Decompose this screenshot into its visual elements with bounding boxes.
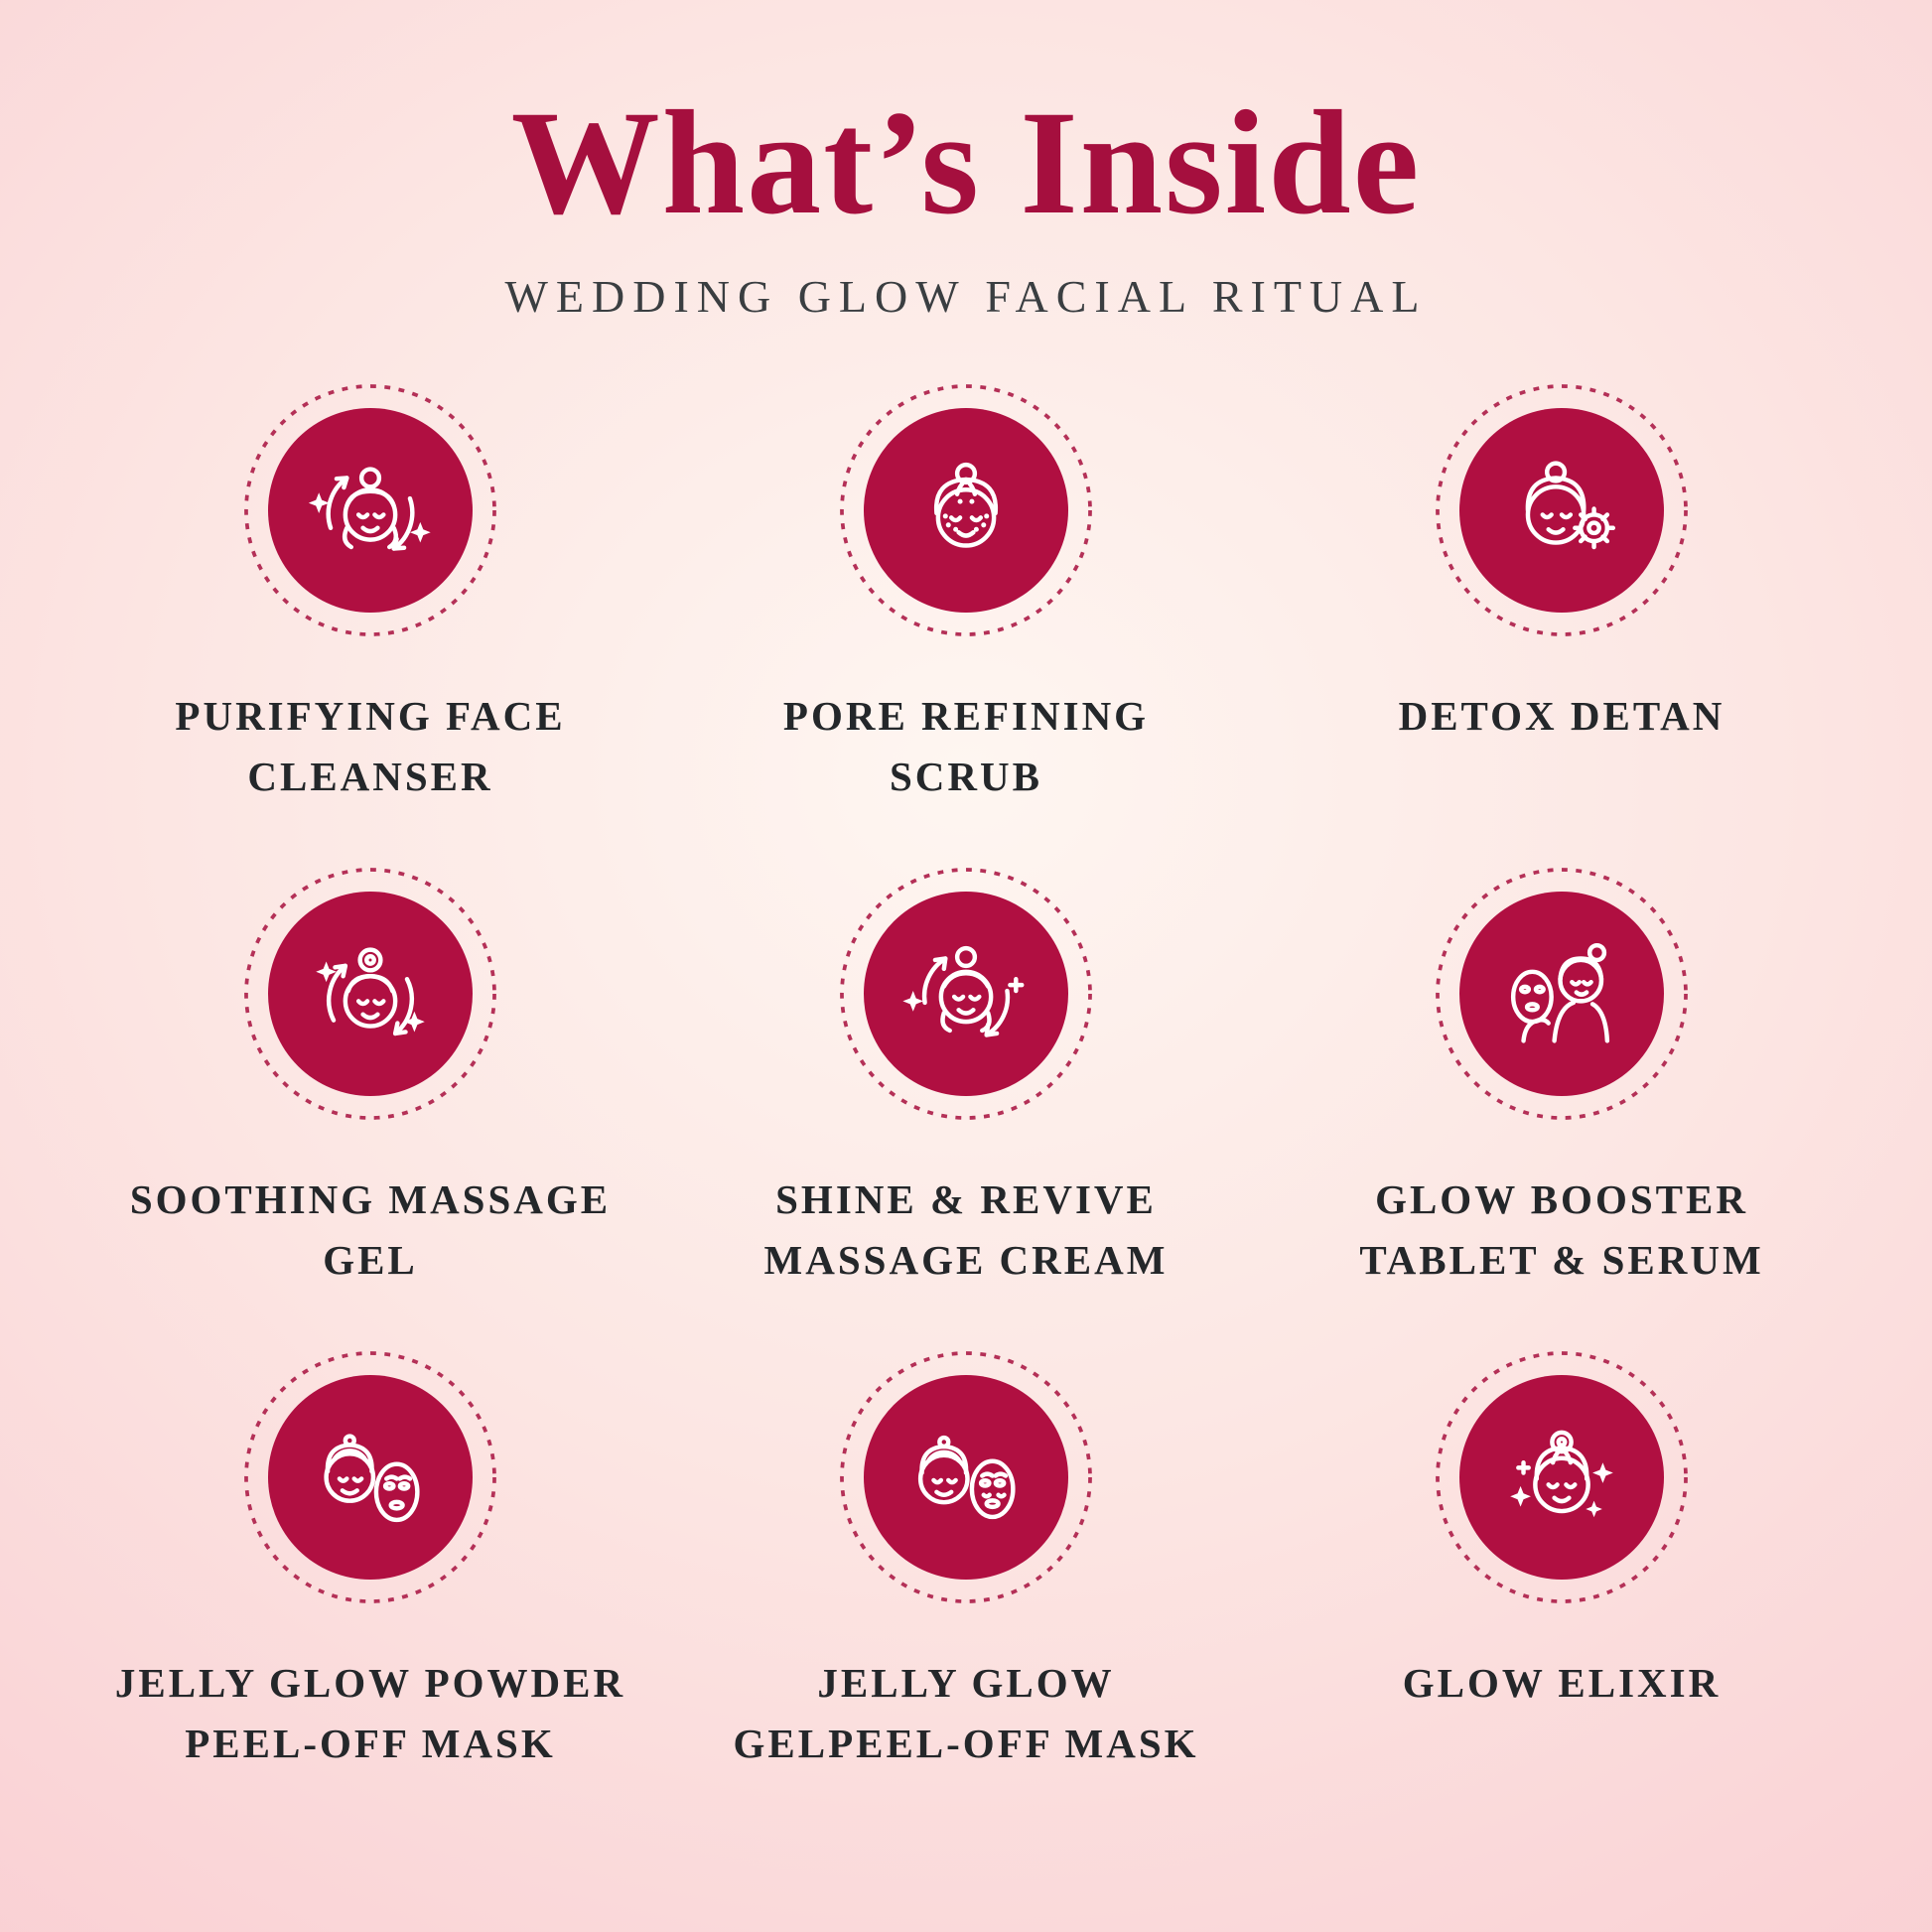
- face-massage-arrows-icon: [316, 946, 425, 1035]
- product-item-massage-gel: SOOTHING MASSAGE GEL: [72, 862, 668, 1345]
- gel-peel-off-mask-faces-icon: [917, 1435, 1016, 1519]
- icon-disc: [1459, 407, 1664, 613]
- dashed-ring: [840, 1350, 1092, 1603]
- product-item-cleanser: PURIFYING FACE CLEANSER: [72, 378, 668, 862]
- product-label: PORE REFINING SCRUB: [782, 692, 1150, 800]
- icon-disc: [1459, 891, 1664, 1096]
- page-title: What’s Inside: [510, 80, 1422, 245]
- freckled-face-icon: [933, 462, 999, 548]
- page-subtitle: WEDDING GLOW FACIAL RITUAL: [504, 270, 1428, 322]
- dashed-ring: [244, 867, 496, 1120]
- sheet-mask-face-icon: [1510, 942, 1610, 1043]
- detox-icon-badge: [1430, 378, 1694, 642]
- icon-disc: [268, 1374, 473, 1580]
- product-label: GLOW BOOSTER TABLET & SERUM: [1359, 1175, 1764, 1284]
- dashed-ring: [244, 383, 496, 636]
- product-grid: PURIFYING FACE CLEANSER: [72, 378, 1860, 1829]
- massage-gel-icon-badge: [238, 862, 502, 1126]
- dashed-ring: [1436, 1350, 1688, 1603]
- dashed-ring: [840, 867, 1092, 1120]
- icon-disc: [864, 407, 1068, 613]
- product-label: JELLY GLOW GELPEEL-OFF MASK: [733, 1659, 1199, 1767]
- face-detox-target-icon: [1525, 460, 1616, 549]
- icon-disc: [268, 407, 473, 613]
- face-cleansing-icon: [308, 466, 431, 551]
- product-label: JELLY GLOW POWDER PEEL-OFF MASK: [114, 1659, 626, 1767]
- product-label: SOOTHING MASSAGE GEL: [129, 1175, 612, 1284]
- icon-disc: [1459, 1374, 1664, 1580]
- dashed-ring: [244, 1350, 496, 1603]
- glow-booster-icon-badge: [1430, 862, 1694, 1126]
- peel-off-mask-faces-icon: [324, 1433, 420, 1522]
- product-item-powder-mask: JELLY GLOW POWDER PEEL-OFF MASK: [72, 1345, 668, 1829]
- gel-mask-icon-badge: [834, 1345, 1098, 1609]
- product-label: GLOW ELIXIR: [1402, 1659, 1722, 1706]
- dashed-ring: [1436, 383, 1688, 636]
- product-item-detox: DETOX DETAN: [1264, 378, 1860, 862]
- scrub-icon-badge: [834, 378, 1098, 642]
- product-item-massage-cream: SHINE & REVIVE MASSAGE CREAM: [668, 862, 1264, 1345]
- product-label: PURIFYING FACE CLEANSER: [175, 692, 566, 800]
- product-label: DETOX DETAN: [1398, 692, 1725, 739]
- face-shine-arrows-icon: [902, 945, 1025, 1037]
- cleanser-icon-badge: [238, 378, 502, 642]
- icon-disc: [864, 891, 1068, 1096]
- sparkle-face-icon: [1510, 1430, 1613, 1517]
- powder-mask-icon-badge: [238, 1345, 502, 1609]
- header: What’s Inside WEDDING GLOW FACIAL RITUAL: [0, 0, 1932, 323]
- product-item-glow-elixir: GLOW ELIXIR: [1264, 1345, 1860, 1829]
- glow-elixir-icon-badge: [1430, 1345, 1694, 1609]
- massage-cream-icon-badge: [834, 862, 1098, 1126]
- product-item-scrub: PORE REFINING SCRUB: [668, 378, 1264, 862]
- dashed-ring: [1436, 867, 1688, 1120]
- product-item-gel-mask: JELLY GLOW GELPEEL-OFF MASK: [668, 1345, 1264, 1829]
- icon-disc: [864, 1374, 1068, 1580]
- dashed-ring: [840, 383, 1092, 636]
- icon-disc: [268, 891, 473, 1096]
- product-label: SHINE & REVIVE MASSAGE CREAM: [763, 1175, 1169, 1284]
- product-item-glow-booster: GLOW BOOSTER TABLET & SERUM: [1264, 862, 1860, 1345]
